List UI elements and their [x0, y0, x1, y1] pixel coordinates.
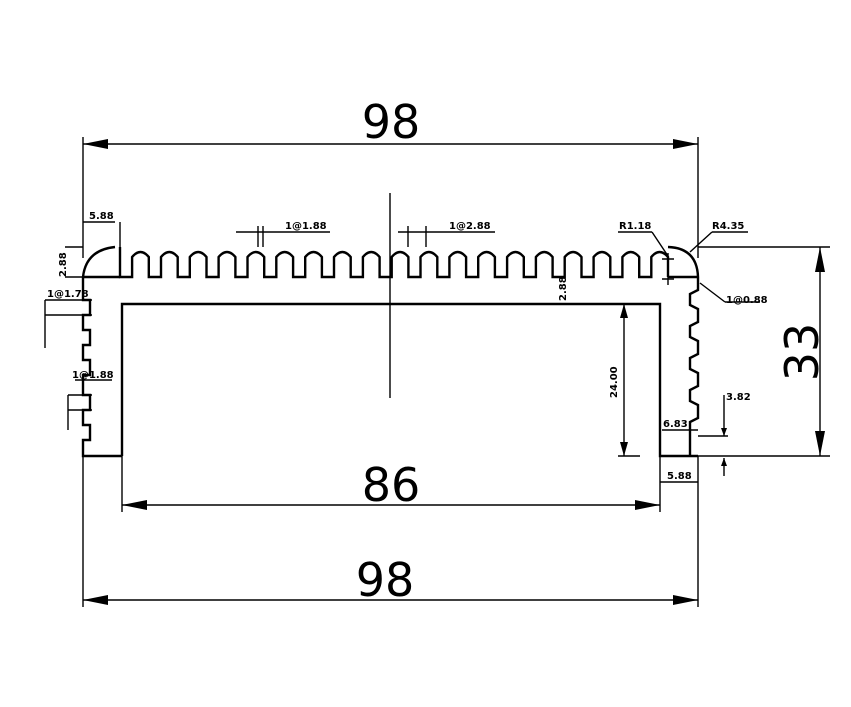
dim-top-98: 98	[83, 95, 698, 149]
dim-top-label: 98	[362, 95, 421, 149]
dim-inner-86: 86	[122, 458, 660, 512]
fin-pitch-label: 1@1.88	[285, 221, 327, 232]
dim-height-33: 33	[775, 247, 829, 456]
right-gap-label: 3.82	[726, 392, 751, 403]
dim-bottom-label: 98	[356, 553, 415, 607]
corner-offset-label: 1@0.88	[726, 295, 768, 306]
inner-cavity	[120, 302, 698, 458]
left-outer-wall	[81, 277, 122, 458]
dim-inner-height: 24.00	[609, 304, 628, 456]
left-height-label: 2.88	[58, 252, 69, 277]
right-outer-wall	[688, 277, 700, 456]
small-annotations: 5.88 1@1.88 1@2.88 R1.18 R4.35 1@0.88 2.…	[44, 211, 768, 483]
extension-lines	[82, 137, 830, 607]
dim-inner-label: 86	[362, 458, 421, 512]
radius-left-label: R1.18	[619, 221, 651, 232]
bottom-leg-label: 5.88	[667, 471, 692, 482]
top-fins	[118, 247, 670, 279]
dim-height-label: 33	[775, 323, 829, 382]
right-fin-label: 6.83	[663, 419, 688, 430]
left-corner-arc	[81, 245, 116, 278]
center-height-label: 2.88	[558, 276, 569, 301]
heatsink-profile	[81, 193, 700, 458]
right-corner-arc	[667, 245, 700, 278]
radius-right-label: R4.35	[712, 221, 744, 232]
left-pitch-label: 1@1.78	[47, 289, 89, 300]
left-pitch-2-label: 1@1.88	[72, 370, 114, 381]
inner-height-label: 24.00	[609, 366, 620, 398]
left-top-width-label: 5.88	[89, 211, 114, 222]
fin-pitch-2-label: 1@2.88	[449, 221, 491, 232]
dim-bottom-98: 98	[83, 553, 698, 607]
cross-mark-2	[662, 273, 674, 285]
